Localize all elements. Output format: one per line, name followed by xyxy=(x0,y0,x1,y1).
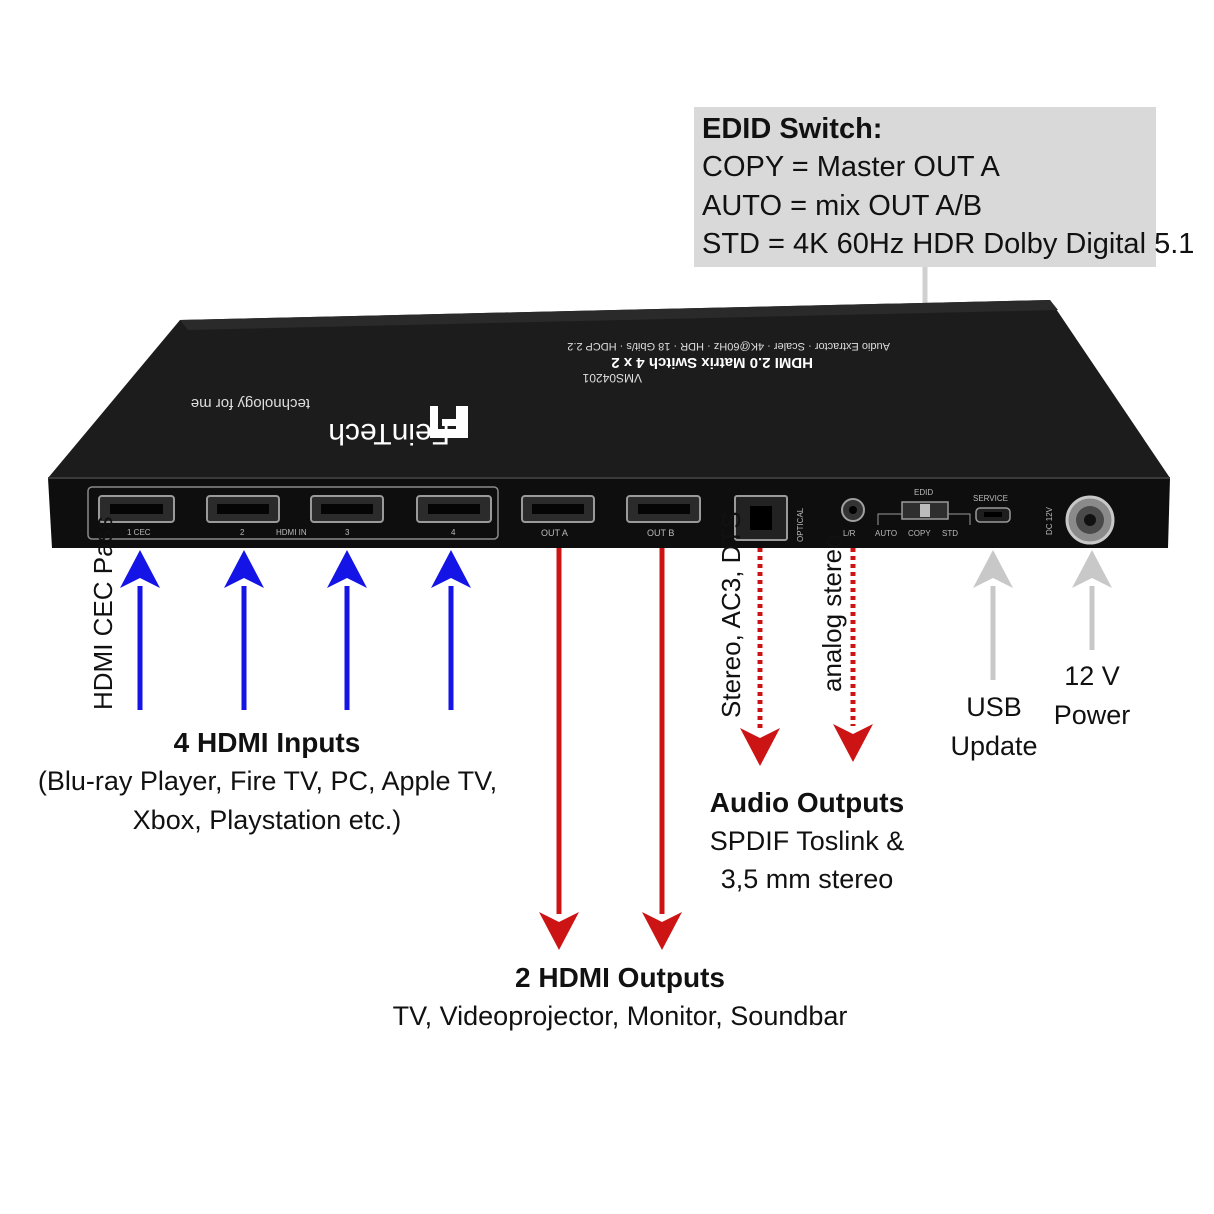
feintech-logo xyxy=(430,406,468,438)
edid-slider-switch xyxy=(901,501,949,520)
usb-label-line2: Update xyxy=(950,731,1038,761)
power-label-line2: Power xyxy=(1053,700,1131,730)
hdmi-in-3-port xyxy=(310,495,384,523)
inputs-desc-line1: (Blu-ray Player, Fire TV, PC, Apple TV, xyxy=(37,766,498,796)
port-label-in1: 1 CEC xyxy=(127,528,151,537)
port-label-auto: AUTO xyxy=(875,529,898,538)
port-label-in4: 4 xyxy=(451,528,456,537)
device-features: Audio Extractor · Scaler · 4K@60Hz · HDR… xyxy=(567,340,890,352)
output-arrow-b xyxy=(642,548,682,950)
port-label-service: SERVICE xyxy=(973,494,1008,503)
device-name: HDMI 2.0 Matrix Switch 4 x 2 xyxy=(611,354,813,371)
usb-label-line1: USB xyxy=(966,692,1022,722)
port-label-lr: L/R xyxy=(843,529,856,538)
usb-service-port xyxy=(975,507,1011,523)
optical-arrow xyxy=(740,548,780,766)
input-group-frame xyxy=(87,486,499,540)
inputs-title: 4 HDMI Inputs xyxy=(173,727,361,758)
port-label-hdmi-in: HDMI IN xyxy=(276,528,307,537)
hdmi-in-4-port xyxy=(416,495,492,523)
device-top-highlight xyxy=(180,300,1058,330)
device-tagline: technology for me xyxy=(190,395,310,412)
dc-power-jack xyxy=(1065,495,1115,545)
input-arrow-2 xyxy=(224,550,264,710)
edid-line-std: STD = 4K 60Hz HDR Dolby Digital 5.1 xyxy=(702,228,1195,260)
analog-arrow xyxy=(833,548,873,762)
audio-title: Audio Outputs xyxy=(709,787,905,818)
edid-bracket xyxy=(877,513,902,525)
usb-arrow xyxy=(973,550,1013,680)
audio-desc-line1: SPDIF Toslink & xyxy=(709,826,905,856)
device-top-face xyxy=(48,300,1170,478)
port-label-in2: 2 xyxy=(240,528,245,537)
optical-formats-label: Stereo, AC3, DTS xyxy=(716,511,746,718)
outputs-title: 2 HDMI Outputs xyxy=(515,962,725,993)
audio-jack xyxy=(841,498,865,522)
hdmi-in-2-port xyxy=(206,495,280,523)
port-label-out-a: OUT A xyxy=(541,528,568,538)
optical-port xyxy=(734,495,788,541)
hdmi-in-1-port xyxy=(98,495,175,523)
port-label-in3: 3 xyxy=(345,528,350,537)
edid-title: EDID Switch: xyxy=(702,113,883,145)
port-label-optical: OPTICAL xyxy=(796,507,805,542)
power-arrow xyxy=(1072,550,1112,650)
audio-desc-line2: 3,5 mm stereo xyxy=(720,864,894,894)
output-arrow-a xyxy=(539,548,579,950)
power-label-line1: 12 V xyxy=(1064,661,1120,691)
input-arrow-4 xyxy=(431,550,471,710)
input-arrow-3 xyxy=(327,550,367,710)
input-arrow-1 xyxy=(120,550,160,710)
device-model: VMS04201 xyxy=(582,371,642,385)
edid-line-auto: AUTO = mix OUT A/B xyxy=(702,190,983,222)
analog-label: analog stereo xyxy=(817,534,847,692)
cec-label: HDMI CEC Pass xyxy=(88,516,118,710)
edid-info-box: EDID Switch: COPY = Master OUT A AUTO = … xyxy=(694,107,1194,267)
hdmi-out-b-port xyxy=(626,495,701,523)
device-brand: FeinTech xyxy=(328,417,450,450)
hdmi-out-a-port xyxy=(521,495,595,523)
outputs-desc: TV, Videoprojector, Monitor, Soundbar xyxy=(392,1001,848,1031)
edid-bracket-right xyxy=(948,513,971,525)
edid-line-copy: COPY = Master OUT A xyxy=(702,151,1000,183)
port-label-out-b: OUT B xyxy=(647,528,675,538)
port-label-edid: EDID xyxy=(914,488,934,497)
port-label-copy: COPY xyxy=(908,529,931,538)
port-label-std: STD xyxy=(942,529,958,538)
inputs-desc-line2: Xbox, Playstation etc.) xyxy=(132,805,402,835)
port-label-dc: DC 12V xyxy=(1045,506,1054,535)
